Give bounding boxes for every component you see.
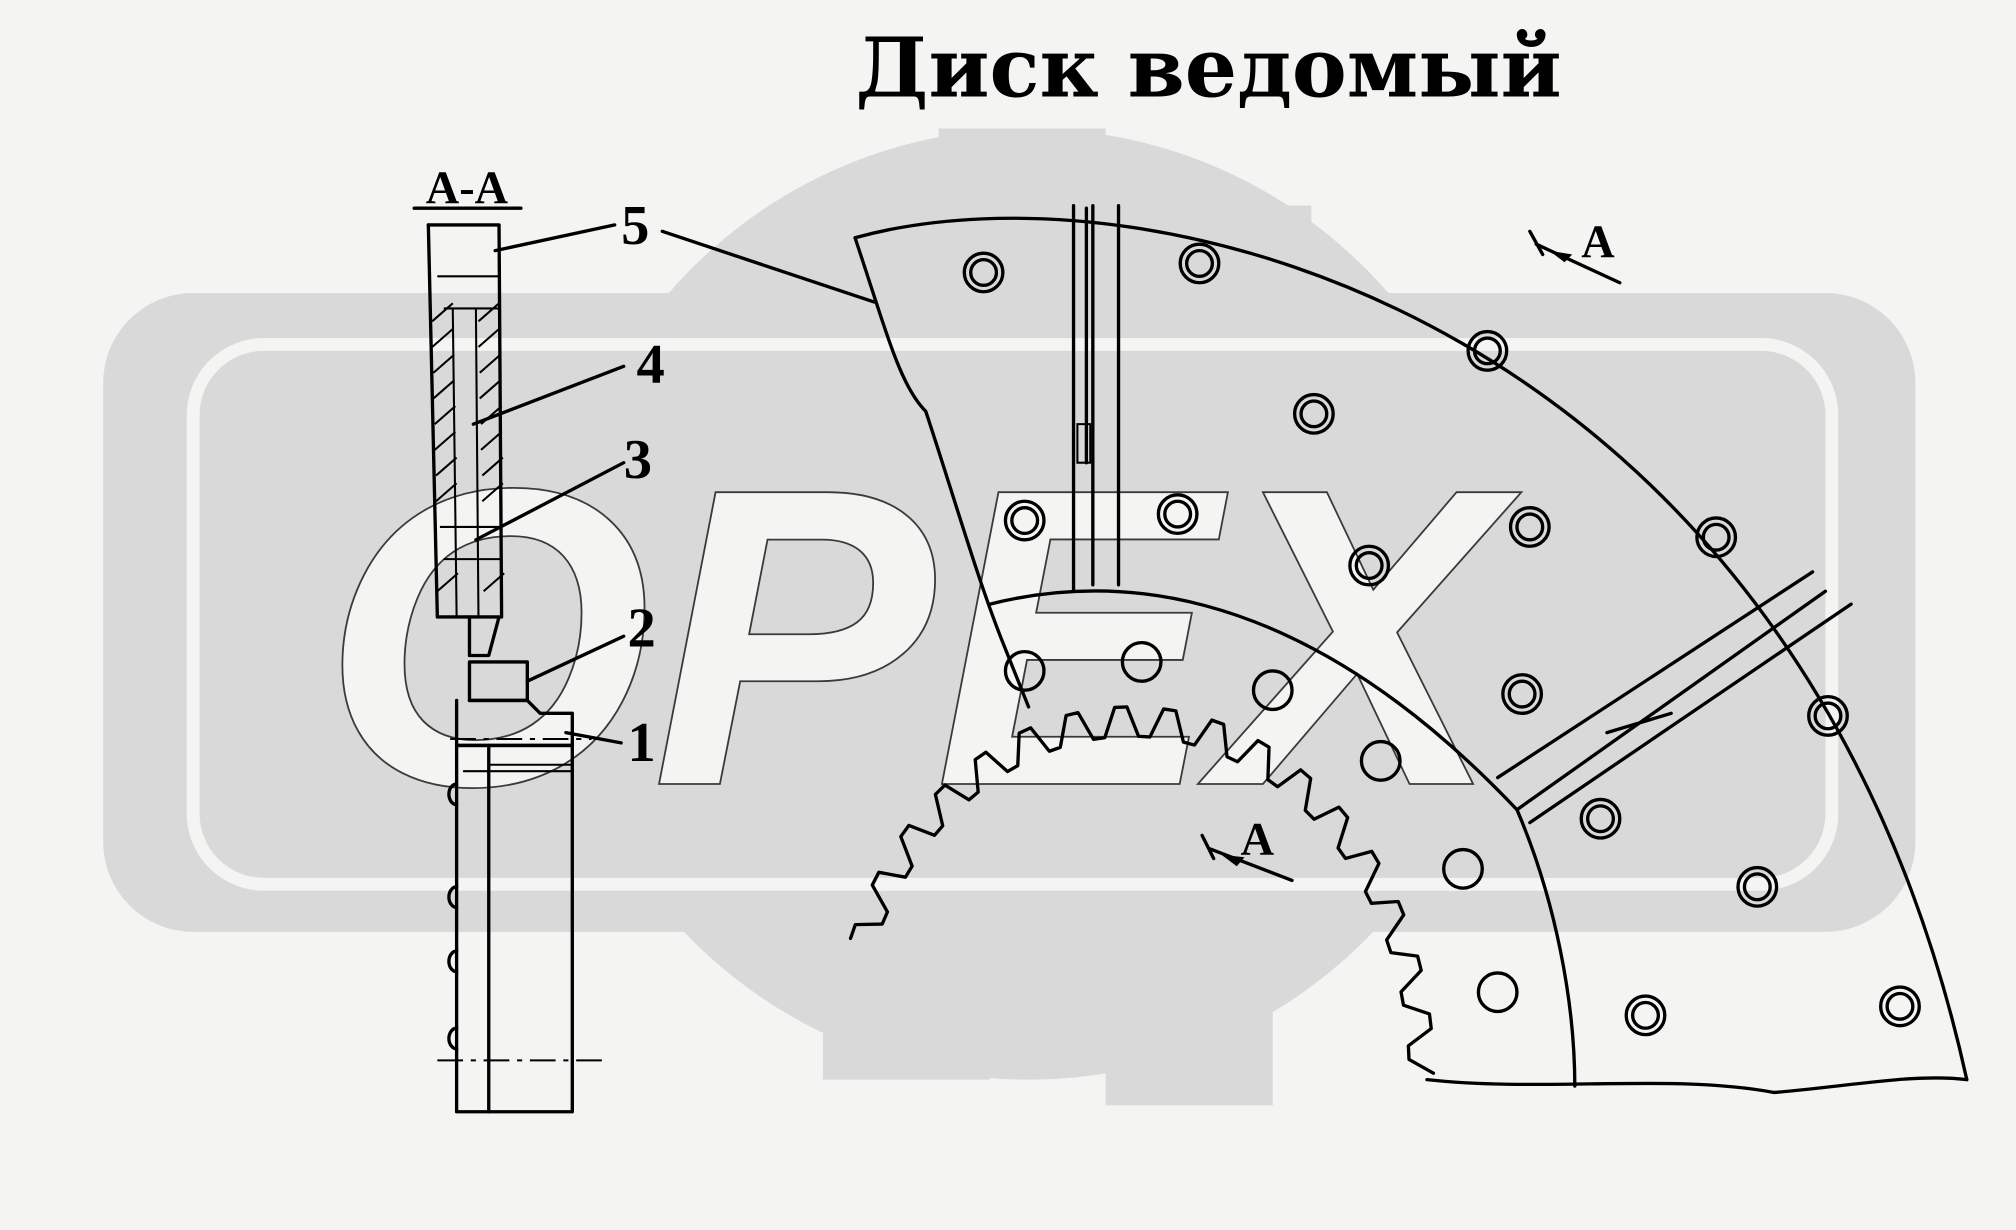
rivet-hole: [1156, 493, 1199, 536]
rivet-holes: [962, 242, 1921, 1037]
disc-plan-view: [848, 203, 1969, 1095]
rivet-hole: [1163, 499, 1193, 529]
rivet-hole: [1885, 991, 1915, 1021]
rivet-hole: [1742, 872, 1772, 902]
rivet-hole: [1184, 248, 1215, 279]
hub-hole: [1359, 739, 1402, 782]
hub-hole: [1003, 649, 1046, 692]
rivet-hole: [1624, 994, 1667, 1037]
rivet-hole: [1813, 701, 1843, 731]
rivet-hole: [1579, 797, 1622, 840]
section-marker-label: А: [1581, 217, 1615, 268]
rivet-hole: [1501, 673, 1544, 715]
rivet-hole: [1879, 985, 1921, 1028]
callout-1: 1: [628, 712, 656, 774]
rivet-hole: [1466, 329, 1509, 372]
rivet-hole: [1515, 512, 1545, 542]
section-marker-bottom: А: [1200, 815, 1294, 883]
inner-pad-edge: [988, 589, 1519, 812]
rivet-hole: [1736, 865, 1779, 908]
callout-4: 4: [637, 334, 665, 396]
friction-lining-hatch: [431, 302, 505, 592]
callout-5: 5: [621, 195, 649, 257]
rivet-hole: [1010, 506, 1040, 536]
rivet-hole: [962, 251, 1005, 294]
rivet-hole: [1348, 544, 1391, 587]
rivet-hole: [1695, 516, 1738, 559]
toothed-hub-ring: [848, 705, 1436, 1075]
section-title: А-А: [426, 163, 509, 214]
diagram-title: Диск ведомый: [855, 20, 1561, 116]
callout-3: 3: [624, 429, 652, 491]
rivet-hole: [1292, 392, 1335, 435]
rivet-hole: [1003, 499, 1046, 542]
rivet-hole: [1299, 399, 1329, 429]
rivet-hole: [1630, 1000, 1661, 1030]
rivet-hole: [1472, 336, 1502, 366]
hub-hole: [1251, 669, 1294, 712]
radial-slot-2: [1496, 570, 1853, 825]
watermark-text: OPEX: [322, 400, 1523, 874]
section-marker-top: А: [1528, 217, 1622, 285]
rivet-hole: [1585, 804, 1616, 834]
rivet-hole: [1508, 506, 1551, 548]
callouts: 5 4 3 2 1: [471, 195, 877, 774]
hub-hole: [1442, 847, 1484, 890]
watermark-logo: OPEX: [103, 128, 1916, 1106]
rivet-hole: [969, 257, 999, 287]
callout-2: 2: [628, 597, 656, 659]
radial-slot: [1071, 203, 1121, 593]
outer-edge: [853, 216, 1969, 1082]
hub-hole: [1120, 640, 1163, 683]
hub-hole: [1476, 971, 1519, 1014]
break-line-left: [853, 236, 1031, 709]
section-view-a-a: А-А: [412, 163, 605, 1114]
rivet-hole: [1701, 522, 1731, 552]
rivet-hole: [1178, 242, 1221, 285]
break-line-bottom: [1425, 1076, 1969, 1095]
rivet-hole: [1507, 679, 1537, 709]
rivet-hole: [1354, 550, 1384, 581]
rivet-hole: [1807, 694, 1849, 737]
section-marker-label: А: [1241, 815, 1275, 866]
